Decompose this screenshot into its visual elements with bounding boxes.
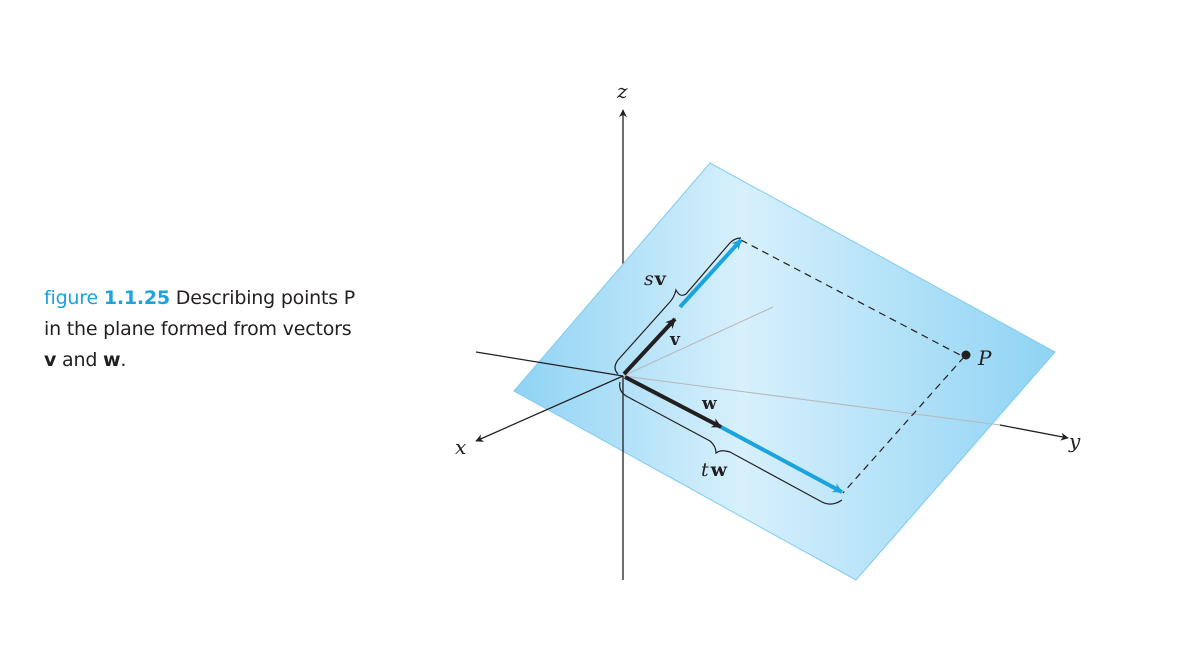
x-axis-label: x (455, 435, 466, 459)
y-axis-line (999, 424, 1069, 441)
z-axis-label: z (616, 79, 628, 103)
plane-trace-line-2 (622, 375, 1001, 426)
plane-trace-line-1 (622, 306, 774, 377)
y-axis-label: y (1068, 429, 1081, 453)
sv-brace (614, 237, 742, 375)
tw-vector-arrow (720, 425, 843, 494)
point-p-label: P (977, 346, 992, 370)
v-label: v (669, 330, 681, 350)
x-axis-line (475, 375, 624, 442)
sv-label: sv (644, 268, 667, 290)
w-vector-arrow (624, 375, 722, 429)
sv-label-s: s (644, 268, 654, 290)
point-p-dot (961, 350, 971, 360)
caption-text-2: in the plane formed from vectors (44, 318, 352, 340)
w-label: w (701, 394, 717, 414)
dashed-line-right (842, 356, 965, 494)
sv-vector-arrow (678, 238, 743, 309)
tw-brace (619, 381, 843, 505)
v-vector-arrow (622, 317, 677, 376)
caption-text-1: Describing points P (175, 287, 356, 309)
caption-vector-w: w (103, 349, 121, 371)
figure-number: 1.1.25 (103, 287, 170, 309)
figure-caption: figure 1.1.25 Describing points P in the … (44, 283, 424, 376)
sv-label-v: v (654, 268, 667, 290)
caption-vector-v: v (44, 349, 57, 371)
caption-period: . (120, 349, 127, 371)
tw-label-t: t (701, 459, 709, 481)
tw-label-w: w (710, 459, 728, 481)
figure-word: figure (44, 287, 98, 309)
neg-x-axis-line (475, 351, 624, 377)
caption-and: and (62, 349, 98, 371)
plane (513, 162, 1056, 581)
dashed-line-top (740, 239, 965, 358)
